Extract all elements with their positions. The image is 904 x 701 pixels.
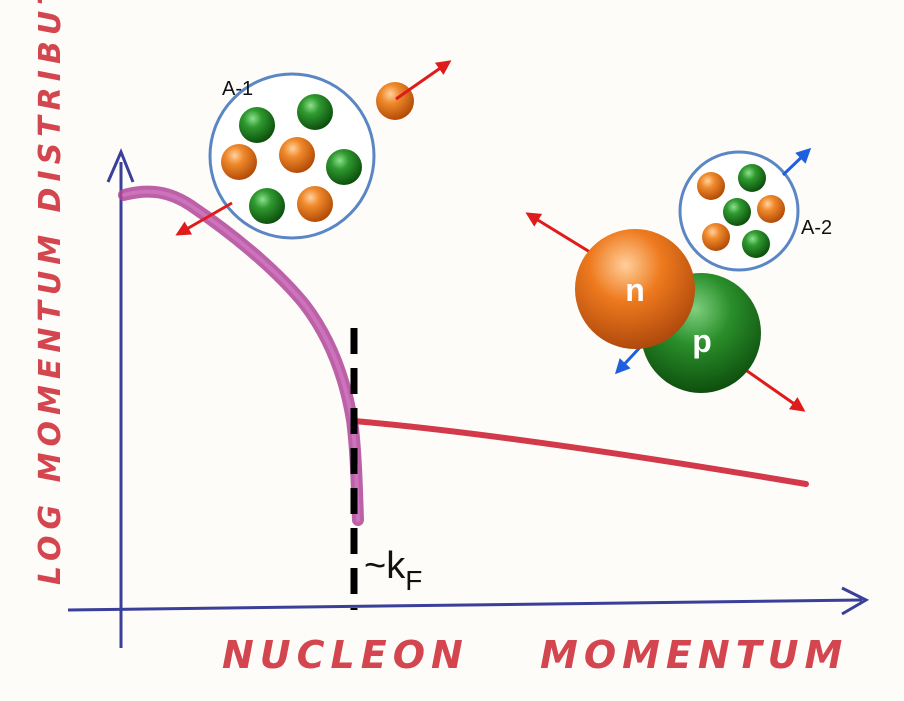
neutron-letter: n [625, 272, 645, 308]
high-momentum-tail [351, 418, 809, 487]
a-minus-1-cluster [208, 72, 376, 240]
proton-sphere [742, 230, 770, 258]
proton-sphere [723, 198, 751, 226]
proton-sphere [297, 94, 333, 130]
neutron-sphere [221, 144, 257, 180]
pair-arrow-neutron-out [525, 212, 599, 259]
a-minus-2-cluster [678, 150, 800, 272]
a-minus-2-recoil-arrow [781, 147, 812, 177]
proton-sphere [738, 164, 766, 192]
proton-sphere [239, 107, 275, 143]
x-axis-label-momentum: MOMENTUM [540, 633, 848, 677]
proton-letter: p [692, 323, 712, 359]
a-minus-2-label: A-2 [801, 217, 832, 239]
neutron-sphere [757, 195, 785, 223]
neutron-large-sphere [575, 229, 695, 349]
neutron-sphere [279, 137, 315, 173]
a-minus-1-recoil-arrow [175, 201, 233, 236]
neutron-sphere [297, 186, 333, 222]
y-axis [106, 148, 135, 648]
a-minus-1-label: A-1 [222, 78, 253, 100]
x-axis [67, 586, 870, 616]
neutron-sphere [702, 223, 730, 251]
y-axis-label: LOG MOMENTUM DISTRIBUTION [33, 0, 68, 585]
proton-sphere [249, 188, 285, 224]
proton-sphere [326, 149, 362, 185]
fermi-momentum-label: ~kF [364, 545, 422, 596]
pair-arrow-proton-out [739, 364, 806, 412]
neutron-sphere [697, 172, 725, 200]
low-momentum-curve-highlight [122, 189, 360, 522]
x-axis-label-nucleon: NUCLEON [222, 633, 469, 677]
knocked-out-arrow [395, 60, 452, 101]
knocked-out-neutron [376, 82, 414, 120]
